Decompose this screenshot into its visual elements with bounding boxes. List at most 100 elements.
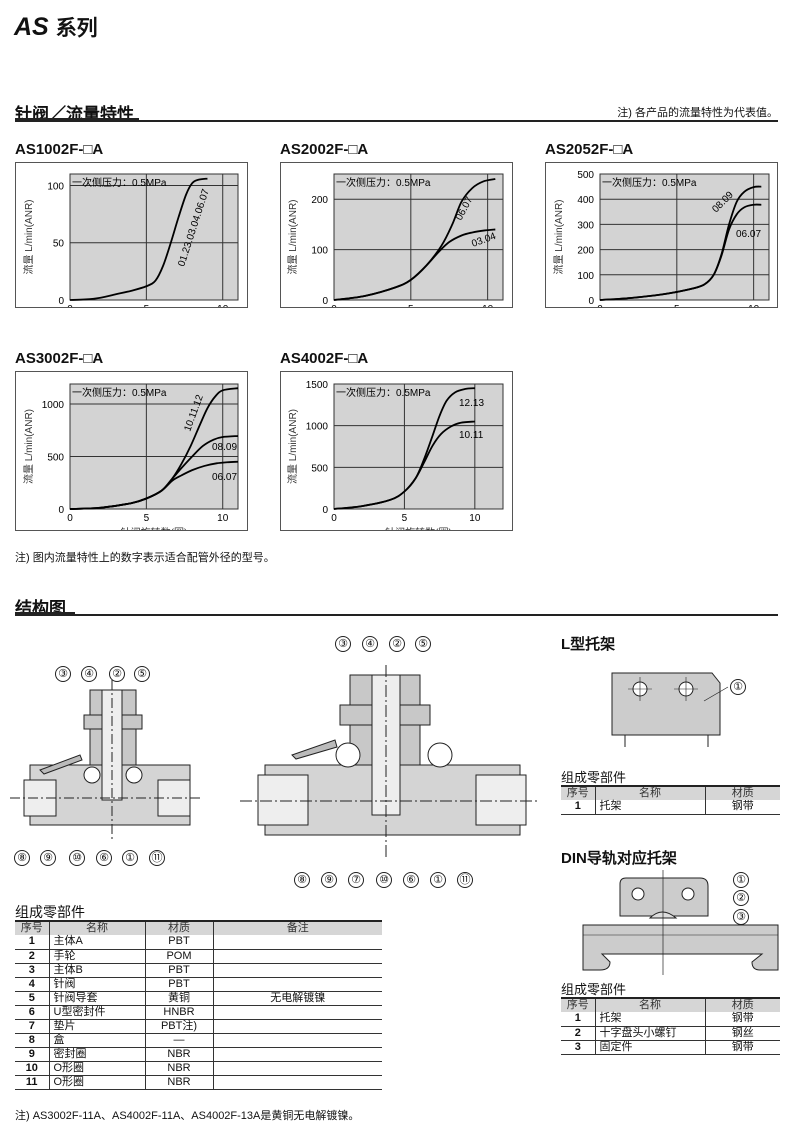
table-cell: 手轮 bbox=[48, 949, 145, 964]
x-tick-label: 5 bbox=[674, 304, 680, 308]
table-cell: 1 bbox=[561, 1012, 595, 1027]
parts-note: 注) AS3002F-11A、AS4002F-11A、AS4002F-13A是黄… bbox=[15, 1110, 360, 1122]
table-cell: 黄铜 bbox=[144, 991, 213, 1006]
series-label: 06.07 bbox=[736, 229, 761, 240]
series-label: 12.13 bbox=[459, 398, 484, 409]
y-tick-label: 50 bbox=[53, 239, 65, 250]
column-header: 名称 bbox=[594, 786, 705, 800]
chart-title: AS2002F-□A bbox=[280, 141, 369, 158]
table-cell: 6 bbox=[15, 1005, 49, 1020]
series-label: 10.11 bbox=[459, 430, 484, 441]
table-cell: 针阀导套 bbox=[48, 991, 145, 1006]
small-bottom-callout: ⑨ bbox=[40, 850, 56, 866]
l-bracket-parts-title: 组成零部件 bbox=[561, 770, 627, 785]
table-cell: 十字盘头小螺钉 bbox=[594, 1026, 705, 1041]
pressure-annotation: 一次侧压力：0.5MPa bbox=[72, 386, 167, 399]
table-cell: 盒 bbox=[48, 1033, 145, 1048]
small-top-callout: ③ bbox=[55, 666, 71, 682]
table-cell: 钢带 bbox=[704, 1040, 780, 1055]
large-bottom-callout: ① bbox=[430, 872, 446, 888]
table-cell: 无电解镀镍 bbox=[212, 991, 382, 1006]
small-cross-section-diagram bbox=[10, 680, 200, 840]
x-tick-label: 0 bbox=[67, 304, 73, 308]
din-callout: ③ bbox=[733, 909, 749, 925]
y-tick-label: 0 bbox=[58, 296, 64, 307]
x-tick-label: 0 bbox=[331, 513, 337, 524]
table-cell: 针阀 bbox=[48, 977, 145, 992]
table-cell: 11 bbox=[15, 1075, 49, 1090]
x-tick-label: 10 bbox=[482, 304, 494, 308]
table-cell bbox=[212, 1005, 382, 1020]
l-bracket-diagram bbox=[611, 672, 729, 747]
din-bracket-title: DIN导轨对应托架 bbox=[561, 850, 677, 867]
table-cell: 钢带 bbox=[704, 1012, 780, 1027]
y-tick-label: 1000 bbox=[306, 422, 329, 433]
small-bottom-callout: ① bbox=[122, 850, 138, 866]
din-callout: ① bbox=[733, 872, 749, 888]
column-header: 序号 bbox=[15, 921, 49, 935]
x-tick-label: 10 bbox=[217, 513, 229, 524]
column-header: 备注 bbox=[212, 921, 382, 935]
small-bottom-callout: ⑩ bbox=[69, 850, 85, 866]
x-axis-label: 针阀旋转数(圈) bbox=[385, 526, 452, 531]
flow-footnote: 注) 图内流量特性上的数字表示适合配管外径的型号。 bbox=[15, 552, 275, 564]
table-cell: HNBR bbox=[144, 1005, 213, 1020]
column-header: 序号 bbox=[561, 998, 595, 1012]
y-tick-label: 0 bbox=[322, 505, 328, 516]
din-parts-title: 组成零部件 bbox=[561, 982, 627, 997]
flow-chart: 0510050100一次侧压力：0.5MPa针阀旋转数(圈)流量 L/min(A… bbox=[15, 162, 248, 308]
table-cell: 1 bbox=[561, 800, 595, 815]
large-bottom-callout: ⑧ bbox=[294, 872, 310, 888]
l-bracket-title: L型托架 bbox=[561, 636, 616, 653]
table-cell: 主体A bbox=[48, 935, 145, 950]
table-cell: NBR bbox=[144, 1061, 213, 1076]
table-cell: 2 bbox=[15, 949, 49, 964]
x-tick-label: 0 bbox=[597, 304, 603, 308]
table-cell: U型密封件 bbox=[48, 1005, 145, 1020]
table-cell: — bbox=[144, 1033, 213, 1048]
large-top-callout: ③ bbox=[335, 636, 351, 652]
y-tick-label: 400 bbox=[577, 195, 594, 206]
large-bottom-callout: ⑨ bbox=[321, 872, 337, 888]
x-tick-label: 5 bbox=[408, 304, 414, 308]
series-line-10-11 bbox=[333, 420, 475, 510]
plot-area bbox=[69, 173, 239, 301]
y-tick-label: 100 bbox=[311, 246, 328, 257]
table-cell: PBT bbox=[144, 935, 213, 950]
chart-title: AS1002F-□A bbox=[15, 141, 104, 158]
flow-chart: 05100100200300400500一次侧压力：0.5MPa针阀旋转数(圈)… bbox=[545, 162, 778, 308]
y-tick-label: 0 bbox=[588, 296, 594, 307]
small-top-callout: ⑤ bbox=[134, 666, 150, 682]
table-cell bbox=[212, 949, 382, 964]
series-line-06-07 bbox=[69, 460, 239, 510]
y-axis-label: 流量 L/min(ANR) bbox=[286, 199, 299, 274]
table-cell: 钢丝 bbox=[704, 1026, 780, 1041]
y-tick-label: 100 bbox=[577, 271, 594, 282]
y-axis-label: 流量 L/min(ANR) bbox=[22, 199, 35, 274]
parts-title: 组成零部件 bbox=[15, 904, 85, 920]
page-title: AS 系列 bbox=[14, 13, 98, 41]
flow-chart: 05100100200一次侧压力：0.5MPa针阀旋转数(圈)流量 L/min(… bbox=[280, 162, 513, 308]
table-cell bbox=[212, 1075, 382, 1090]
column-header: 材质 bbox=[704, 786, 780, 800]
table-cell: PBT注) bbox=[144, 1019, 213, 1034]
pressure-annotation: 一次侧压力：0.5MPa bbox=[72, 176, 167, 189]
table-cell bbox=[212, 1061, 382, 1076]
table-cell: PBT bbox=[144, 963, 213, 978]
y-tick-label: 300 bbox=[577, 220, 594, 231]
table-cell: 4 bbox=[15, 977, 49, 992]
pressure-annotation: 一次侧压力：0.5MPa bbox=[336, 176, 431, 189]
table-cell: 钢带 bbox=[704, 800, 780, 815]
flow-note: 注) 各产品的流量特性为代表值。 bbox=[617, 107, 778, 119]
